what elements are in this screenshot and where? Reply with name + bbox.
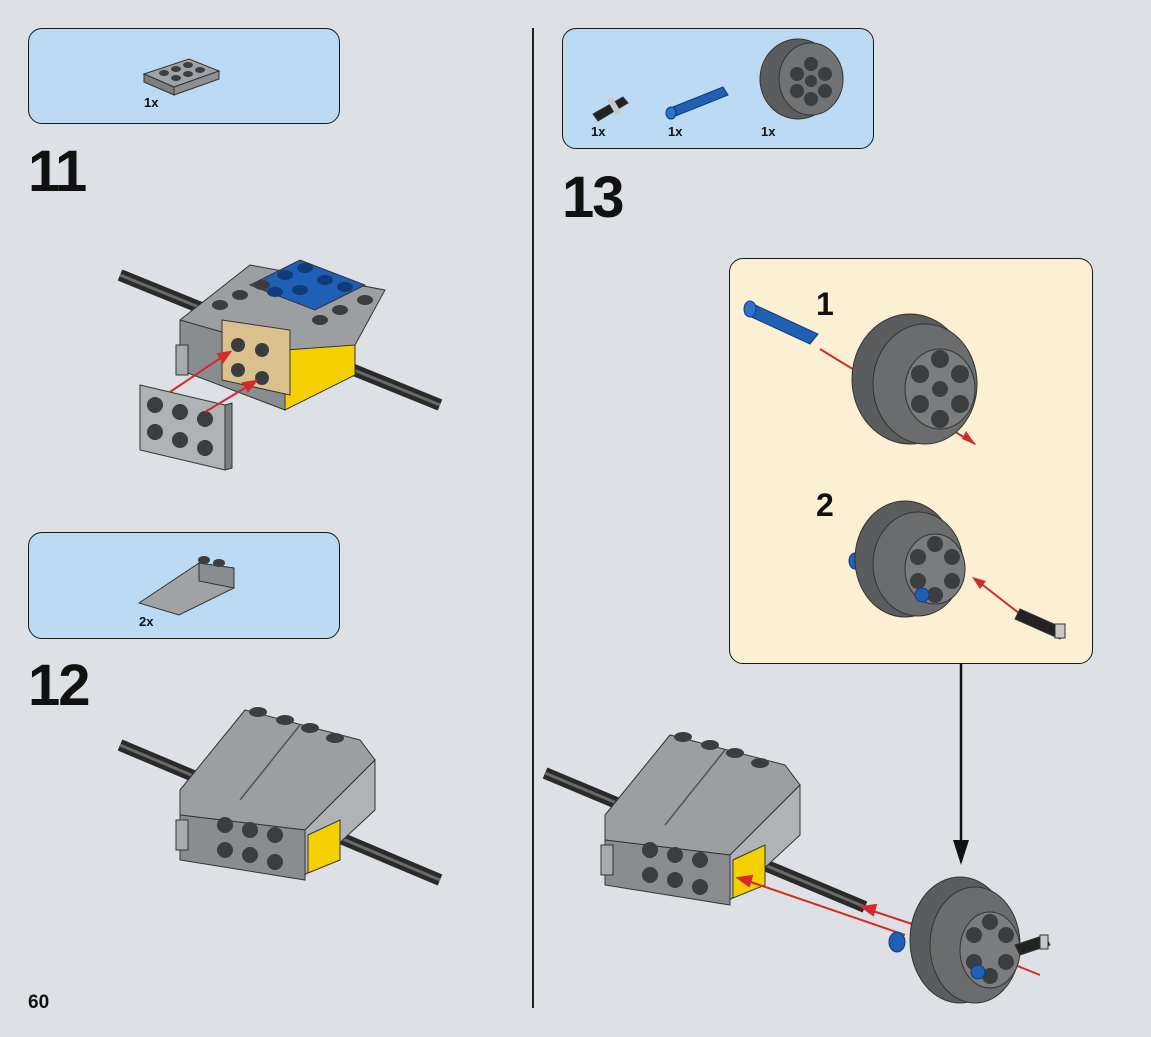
step-13-parts-box: 1x 1x 1x (562, 28, 874, 149)
wheel-icon (759, 38, 844, 120)
substep-1-illustration (743, 300, 978, 445)
step-11-parts-box: 1x (28, 28, 340, 124)
step-13-parts-icons (592, 38, 844, 122)
page-number: 60 (28, 992, 50, 1013)
substep-1-number: 1 (816, 286, 834, 322)
slope-brick-icon (137, 556, 235, 616)
step-13-part-1-qty: 1x (591, 124, 606, 139)
substep-callout: 1 2 (729, 258, 1093, 664)
column-divider (532, 28, 534, 1008)
plate-2x3-icon (142, 58, 221, 96)
step-13-part-2-qty: 1x (668, 124, 683, 139)
step-12-part-qty: 2x (139, 614, 154, 629)
substep-2-illustration (848, 500, 1066, 640)
substep-illustrations (743, 300, 1066, 640)
axle-pin-icon (592, 96, 629, 122)
substep-2-number: 2 (816, 487, 834, 523)
step-12-number: 12 (28, 653, 90, 718)
step-11-number: 11 (28, 139, 87, 204)
step-13-part-3-qty: 1x (761, 124, 776, 139)
step-11-part-qty: 1x (144, 95, 159, 110)
blue-pin-icon (665, 86, 729, 120)
step-13-number: 13 (562, 165, 624, 230)
step-12-parts-box: 2x (28, 532, 340, 639)
